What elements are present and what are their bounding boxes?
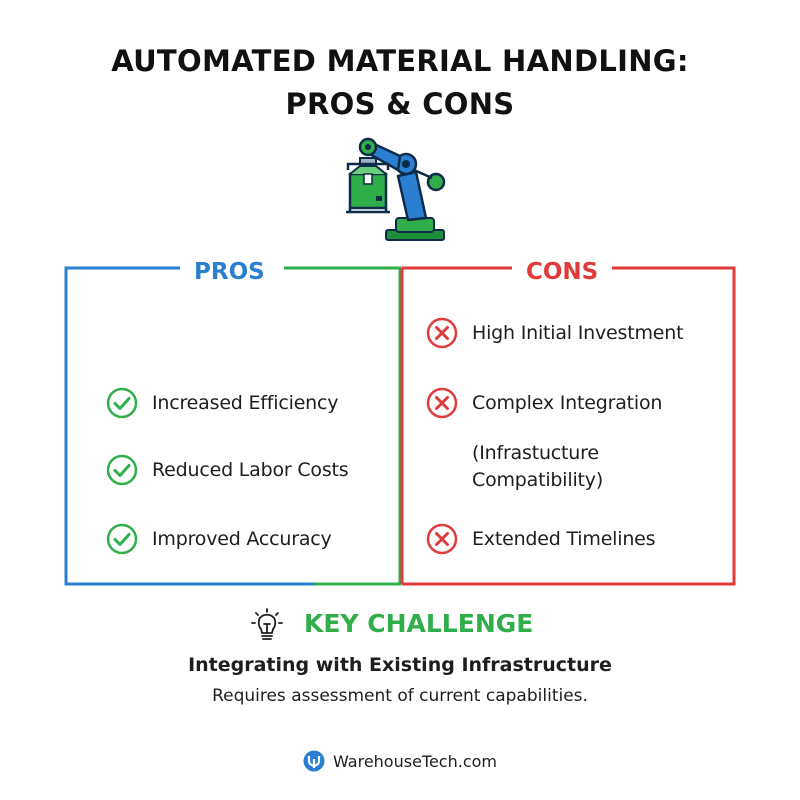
page-title-line-2: PROS & CONS bbox=[285, 87, 515, 121]
pro-item-label: Reduced Labor Costs bbox=[152, 459, 349, 481]
footer: WarehouseTech.com bbox=[0, 750, 800, 772]
robotic-arm-icon bbox=[346, 137, 446, 241]
con-item-label: High Initial Investment bbox=[472, 322, 684, 344]
pros-heading: PROS bbox=[180, 261, 279, 284]
key-challenge-subheading: Integrating with Existing Infrastructure bbox=[188, 654, 612, 676]
key-challenge-heading: KEY CHALLENGE bbox=[304, 609, 534, 638]
con-item: Extended Timelines bbox=[426, 523, 656, 555]
warehouse-logo-icon bbox=[303, 750, 325, 772]
lightbulb-icon bbox=[251, 608, 283, 640]
check-circle-icon bbox=[106, 523, 138, 555]
check-circle-icon bbox=[106, 387, 138, 419]
key-challenge-description: Requires assessment of current capabilit… bbox=[212, 686, 588, 706]
pro-item: Increased Efficiency bbox=[106, 387, 339, 419]
con-item: Complex Integration bbox=[426, 387, 662, 419]
pro-item: Reduced Labor Costs bbox=[106, 454, 349, 486]
con-item-label: Extended Timelines bbox=[472, 528, 656, 550]
cons-heading: CONS bbox=[512, 261, 613, 284]
pro-item: Improved Accuracy bbox=[106, 523, 332, 555]
x-circle-icon bbox=[426, 387, 458, 419]
con-item: High Initial Investment bbox=[426, 317, 684, 349]
con-note-line-1: (Infrastucture bbox=[472, 442, 599, 464]
pro-item-label: Increased Efficiency bbox=[152, 392, 339, 414]
page-title-line-1: AUTOMATED MATERIAL HANDLING: bbox=[111, 44, 689, 78]
con-item-label: Complex Integration bbox=[472, 392, 663, 414]
x-circle-icon bbox=[426, 523, 458, 555]
pro-item-label: Improved Accuracy bbox=[152, 528, 332, 550]
x-circle-icon bbox=[426, 317, 458, 349]
footer-site-link[interactable]: WarehouseTech.com bbox=[332, 751, 497, 771]
check-circle-icon bbox=[106, 454, 138, 486]
con-note-line-2: Compatibility) bbox=[472, 469, 604, 491]
con-item-note: (Infrastucture Compatibility) bbox=[472, 440, 603, 494]
